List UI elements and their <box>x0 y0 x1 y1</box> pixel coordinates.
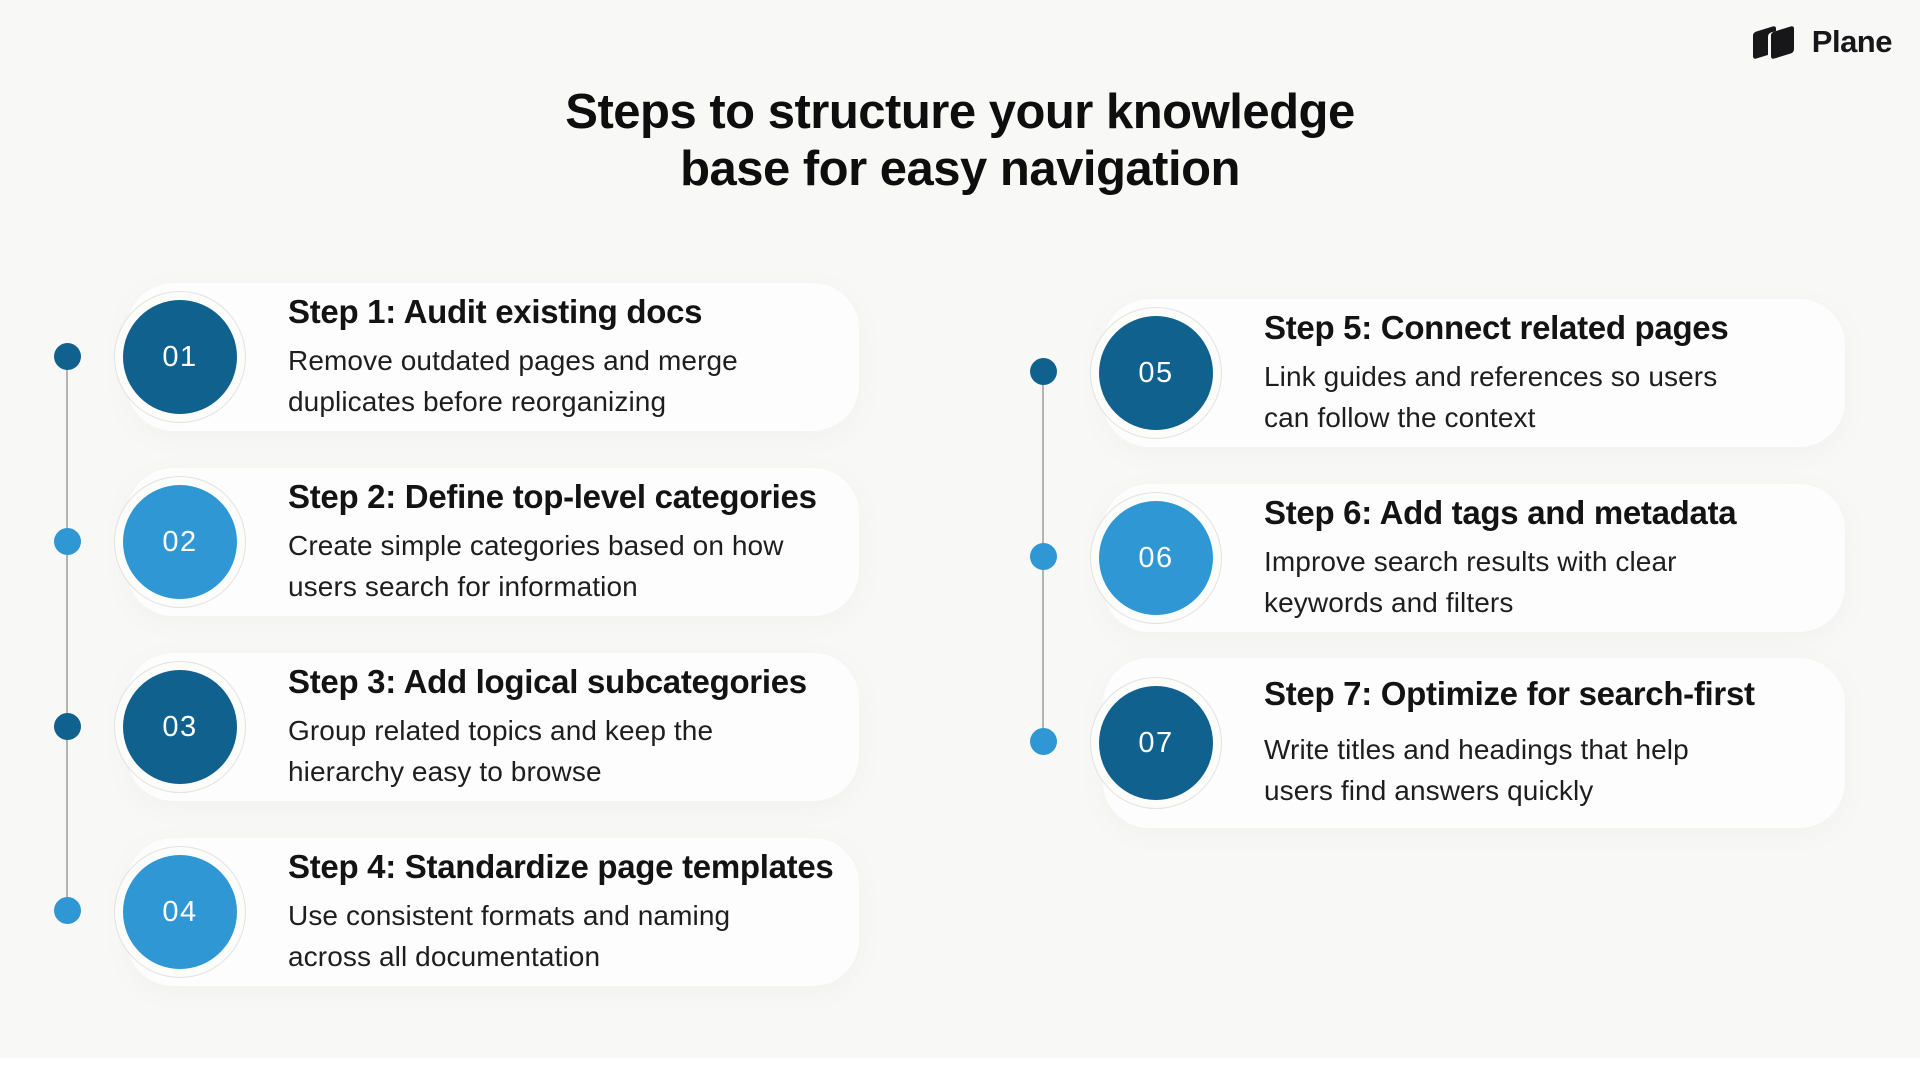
step-description: Improve search results with clear keywor… <box>1264 545 1677 618</box>
page-title: Steps to structure your knowledge base f… <box>0 84 1920 199</box>
step-number: 02 <box>162 525 198 558</box>
step-title: Step 1: Audit existing docs <box>288 292 703 330</box>
timeline-dot-step-2 <box>54 528 81 555</box>
bottom-strip <box>0 1058 1920 1080</box>
step-card: 07 Step 7: Optimize for search-first Wri… <box>1099 658 1845 828</box>
step-number-badge: 06 <box>1099 501 1213 615</box>
step-number: 03 <box>162 710 198 743</box>
timeline-dot-step-5 <box>1030 358 1057 385</box>
plane-logo: Plane <box>1750 20 1893 64</box>
step-card: 04 Step 4: Standardize page templates Us… <box>123 838 859 986</box>
page-title-line1: Steps to structure your knowledge <box>565 85 1355 139</box>
step-card: 06 Step 6: Add tags and metadata Improve… <box>1099 484 1845 632</box>
step-number: 04 <box>162 895 198 928</box>
step-title: Step 4: Standardize page templates <box>288 847 834 885</box>
step-description: Group related topics and keep the hierar… <box>288 714 714 787</box>
step-number-badge: 07 <box>1099 686 1213 800</box>
timeline-dot-step-6 <box>1030 543 1057 570</box>
step-number-badge: 01 <box>123 300 237 414</box>
step-number: 06 <box>1138 541 1174 574</box>
step-description: Create simple categories based on how us… <box>288 529 784 602</box>
page-title-line2: base for easy navigation <box>680 142 1240 197</box>
step-description: Use consistent formats and naming across… <box>288 899 731 972</box>
step-title: Step 5: Connect related pages <box>1264 308 1729 346</box>
timeline-dot-step-4 <box>54 897 81 924</box>
step-number: 05 <box>1138 356 1174 389</box>
step-number-badge: 04 <box>123 855 237 969</box>
timeline-line-left <box>66 356 68 910</box>
step-title: Step 3: Add logical subcategories <box>288 662 807 700</box>
step-description: Write titles and headings that help user… <box>1264 734 1689 806</box>
step-description: Link guides and references so users can … <box>1264 360 1718 433</box>
step-card: 01 Step 1: Audit existing docs Remove ou… <box>123 283 859 431</box>
step-number-badge: 02 <box>123 485 237 599</box>
step-number: 01 <box>162 340 198 373</box>
timeline-dot-step-3 <box>54 713 81 740</box>
step-card: 02 Step 2: Define top-level categories C… <box>123 468 859 616</box>
plane-logo-text: Plane <box>1811 24 1893 59</box>
step-number-badge: 05 <box>1099 316 1213 430</box>
timeline-dot-step-1 <box>54 343 81 370</box>
steps-column-left: 01 Step 1: Audit existing docs Remove ou… <box>123 283 859 1023</box>
step-card: 05 Step 5: Connect related pages Link gu… <box>1099 299 1845 447</box>
step-title: Step 6: Add tags and metadata <box>1264 493 1737 531</box>
step-number-badge: 03 <box>123 670 237 784</box>
step-number: 07 <box>1138 726 1174 759</box>
steps-column-right: 05 Step 5: Connect related pages Link gu… <box>1099 299 1845 865</box>
plane-logo-icon <box>1750 20 1802 64</box>
timeline-dot-step-7 <box>1030 728 1057 755</box>
step-title: Step 2: Define top-level categories <box>288 477 817 515</box>
step-description: Remove outdated pages and merge duplicat… <box>288 344 738 417</box>
step-card: 03 Step 3: Add logical subcategories Gro… <box>123 653 859 801</box>
step-title: Step 7: Optimize for search-first <box>1264 675 1755 712</box>
